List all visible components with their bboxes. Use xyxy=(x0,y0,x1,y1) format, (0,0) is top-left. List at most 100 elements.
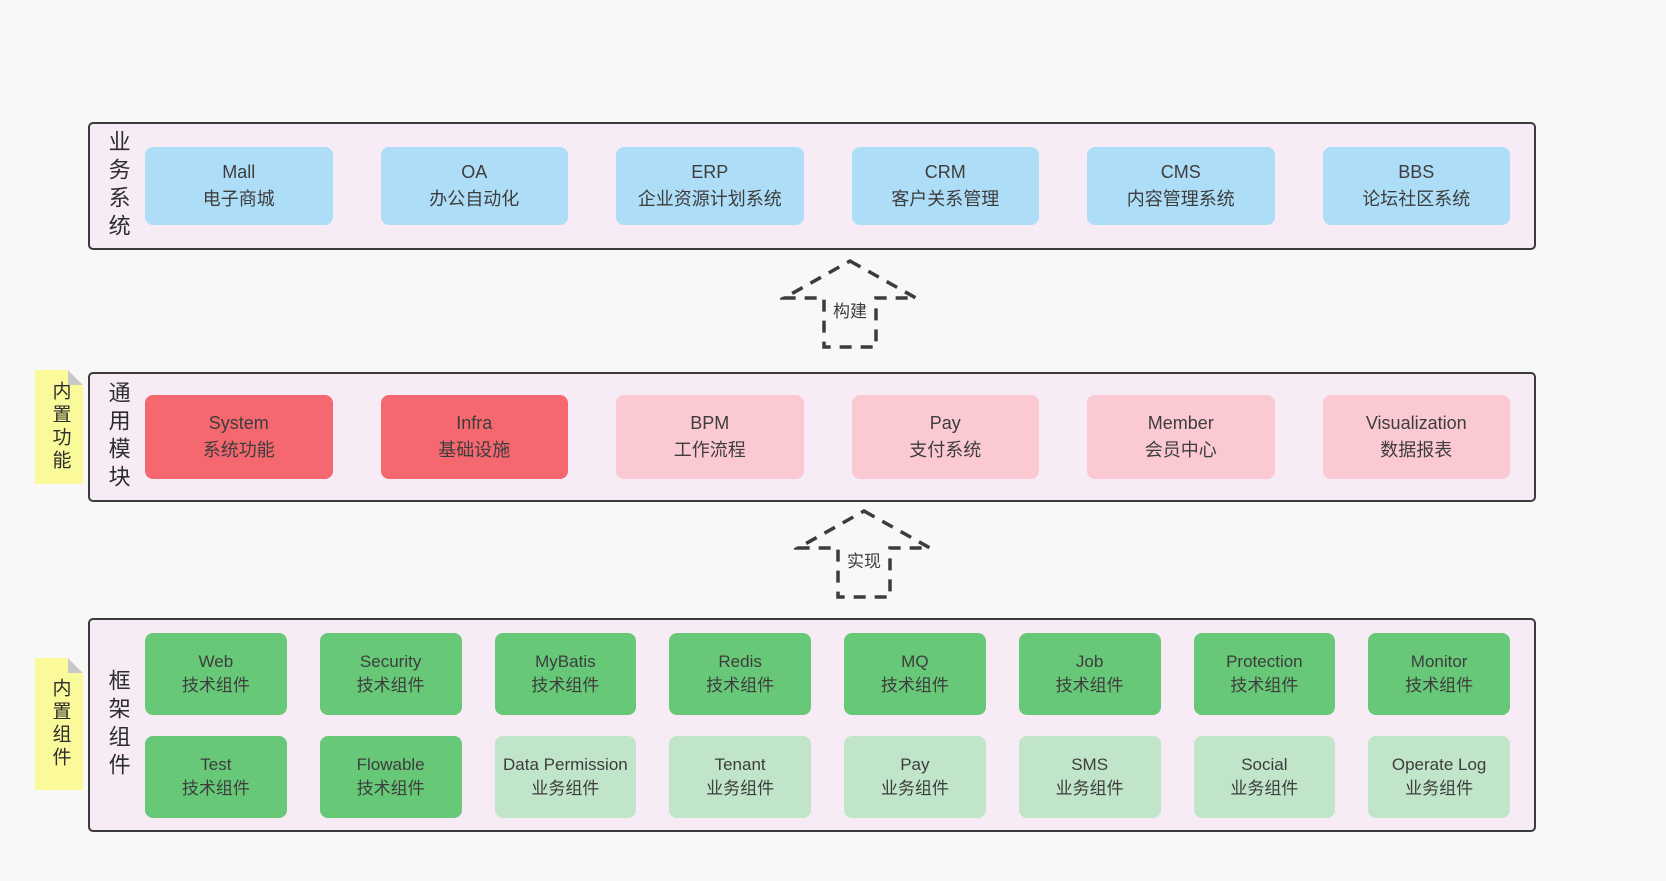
builtin-features-note: 内置功能 xyxy=(35,370,83,484)
box-name: BBS xyxy=(1398,162,1435,182)
box-desc: 技术组件 xyxy=(1405,675,1474,695)
box-desc: 技术组件 xyxy=(531,675,600,695)
box-pay-business: Pay 业务组件 xyxy=(844,735,986,818)
box-data-permission: Data Permission 业务组件 xyxy=(494,735,637,818)
box-desc: 支付系统 xyxy=(909,440,982,460)
box-desc: 业务组件 xyxy=(1405,778,1474,798)
box-name: Data Permission xyxy=(503,754,628,774)
box-social: Social 业务组件 xyxy=(1193,735,1336,818)
box-desc: 会员中心 xyxy=(1144,440,1217,460)
note-text: 内置组件 xyxy=(49,678,71,770)
box-desc: 业务组件 xyxy=(1230,778,1299,798)
box-cms: CMS 内容管理系统 xyxy=(1087,147,1275,225)
framework-components-grid: Web 技术组件 Security 技术组件 MyBatis 技术组件 Redi… xyxy=(145,632,1534,818)
box-desc: 技术组件 xyxy=(181,675,250,695)
box-sms: SMS 业务组件 xyxy=(1018,735,1161,818)
box-name: OA xyxy=(461,162,488,182)
box-desc: 技术组件 xyxy=(880,675,949,695)
box-mybatis: MyBatis 技术组件 xyxy=(494,632,637,715)
box-visualization: Visualization 数据报表 xyxy=(1322,395,1510,479)
box-monitor: Monitor 技术组件 xyxy=(1368,632,1510,715)
box-name: Web xyxy=(198,651,234,671)
box-name: Test xyxy=(200,754,232,774)
panel-label-business-systems: 业务系统 xyxy=(90,124,145,248)
box-member: Member 会员中心 xyxy=(1087,395,1275,479)
builtin-components-note: 内置组件 xyxy=(35,658,83,790)
box-desc: 系统功能 xyxy=(202,440,275,460)
box-flowable: Flowable 技术组件 xyxy=(319,735,462,818)
arrow-label: 构建 xyxy=(830,296,870,322)
box-desc: 业务组件 xyxy=(706,778,775,798)
box-protection: Protection 技术组件 xyxy=(1193,632,1336,715)
box-desc: 业务组件 xyxy=(1055,778,1124,798)
box-name: Security xyxy=(359,651,422,671)
box-name: Mall xyxy=(222,162,256,182)
box-name: CRM xyxy=(924,162,966,182)
box-test: Test 技术组件 xyxy=(145,735,287,818)
note-fold xyxy=(68,658,83,673)
box-desc: 客户关系管理 xyxy=(891,189,1000,209)
box-desc: 业务组件 xyxy=(880,778,949,798)
components-row-1: Web 技术组件 Security 技术组件 MyBatis 技术组件 Redi… xyxy=(145,632,1510,715)
note-fold xyxy=(68,370,83,385)
box-erp: ERP 企业资源计划系统 xyxy=(616,147,804,225)
panel-label-common-modules: 通用模块 xyxy=(90,374,145,500)
arrow-label: 实现 xyxy=(844,546,884,572)
box-tenant: Tenant 业务组件 xyxy=(669,735,811,818)
box-name: Infra xyxy=(456,413,493,433)
box-name: Operate Log xyxy=(1391,754,1487,774)
box-desc: 企业资源计划系统 xyxy=(637,189,782,209)
box-name: ERP xyxy=(691,162,729,182)
panel-label-text: 通用模块 xyxy=(105,381,131,493)
box-name: Job xyxy=(1075,651,1104,671)
box-system: System 系统功能 xyxy=(145,395,333,479)
box-operate-log: Operate Log 业务组件 xyxy=(1368,735,1510,818)
framework-components-panel: 框架组件 Web 技术组件 Security 技术组件 MyBatis 技术组件… xyxy=(88,618,1536,832)
box-security: Security 技术组件 xyxy=(319,632,462,715)
box-desc: 内容管理系统 xyxy=(1126,189,1235,209)
box-infra: Infra 基础设施 xyxy=(380,395,568,479)
box-name: Pay xyxy=(929,413,961,433)
box-name: Flowable xyxy=(356,754,425,774)
box-mall: Mall 电子商城 xyxy=(145,147,333,225)
panel-label-text: 业务系统 xyxy=(105,130,131,242)
box-crm: CRM 客户关系管理 xyxy=(851,147,1039,225)
business-systems-boxes: Mall 电子商城 OA 办公自动化 ERP 企业资源计划系统 CRM 客户关系… xyxy=(145,147,1534,225)
box-name: Redis xyxy=(718,651,762,671)
box-pay: Pay 支付系统 xyxy=(851,395,1039,479)
box-name: Member xyxy=(1147,413,1214,433)
box-bpm: BPM 工作流程 xyxy=(616,395,804,479)
box-redis: Redis 技术组件 xyxy=(669,632,811,715)
box-desc: 技术组件 xyxy=(1230,675,1299,695)
business-systems-panel: 业务系统 Mall 电子商城 OA 办公自动化 ERP 企业资源计划系统 CRM… xyxy=(88,122,1536,250)
box-web: Web 技术组件 xyxy=(145,632,287,715)
box-name: MyBatis xyxy=(535,651,596,671)
box-desc: 业务组件 xyxy=(531,778,600,798)
box-desc: 技术组件 xyxy=(1055,675,1124,695)
box-desc: 数据报表 xyxy=(1380,440,1453,460)
box-name: SMS xyxy=(1071,754,1109,774)
box-desc: 办公自动化 xyxy=(429,189,520,209)
box-name: Tenant xyxy=(714,754,766,774)
box-name: MQ xyxy=(901,651,929,671)
box-oa: OA 办公自动化 xyxy=(380,147,568,225)
box-desc: 电子商城 xyxy=(202,189,275,209)
box-desc: 技术组件 xyxy=(356,778,425,798)
common-modules-boxes: System 系统功能 Infra 基础设施 BPM 工作流程 Pay 支付系统… xyxy=(145,395,1534,479)
implement-arrow: 实现 xyxy=(794,508,934,600)
box-job: Job 技术组件 xyxy=(1018,632,1161,715)
note-text: 内置功能 xyxy=(49,381,71,473)
box-name: Monitor xyxy=(1410,651,1468,671)
build-arrow: 构建 xyxy=(780,258,920,350)
box-name: Protection xyxy=(1226,651,1303,671)
components-row-2: Test 技术组件 Flowable 技术组件 Data Permission … xyxy=(145,735,1510,818)
box-bbs: BBS 论坛社区系统 xyxy=(1322,147,1510,225)
box-desc: 工作流程 xyxy=(673,440,746,460)
box-name: System xyxy=(208,413,269,433)
box-desc: 论坛社区系统 xyxy=(1362,189,1471,209)
box-name: BPM xyxy=(690,413,730,433)
box-desc: 技术组件 xyxy=(356,675,425,695)
panel-label-text: 框架组件 xyxy=(105,669,131,781)
common-modules-panel: 通用模块 System 系统功能 Infra 基础设施 BPM 工作流程 Pay… xyxy=(88,372,1536,502)
